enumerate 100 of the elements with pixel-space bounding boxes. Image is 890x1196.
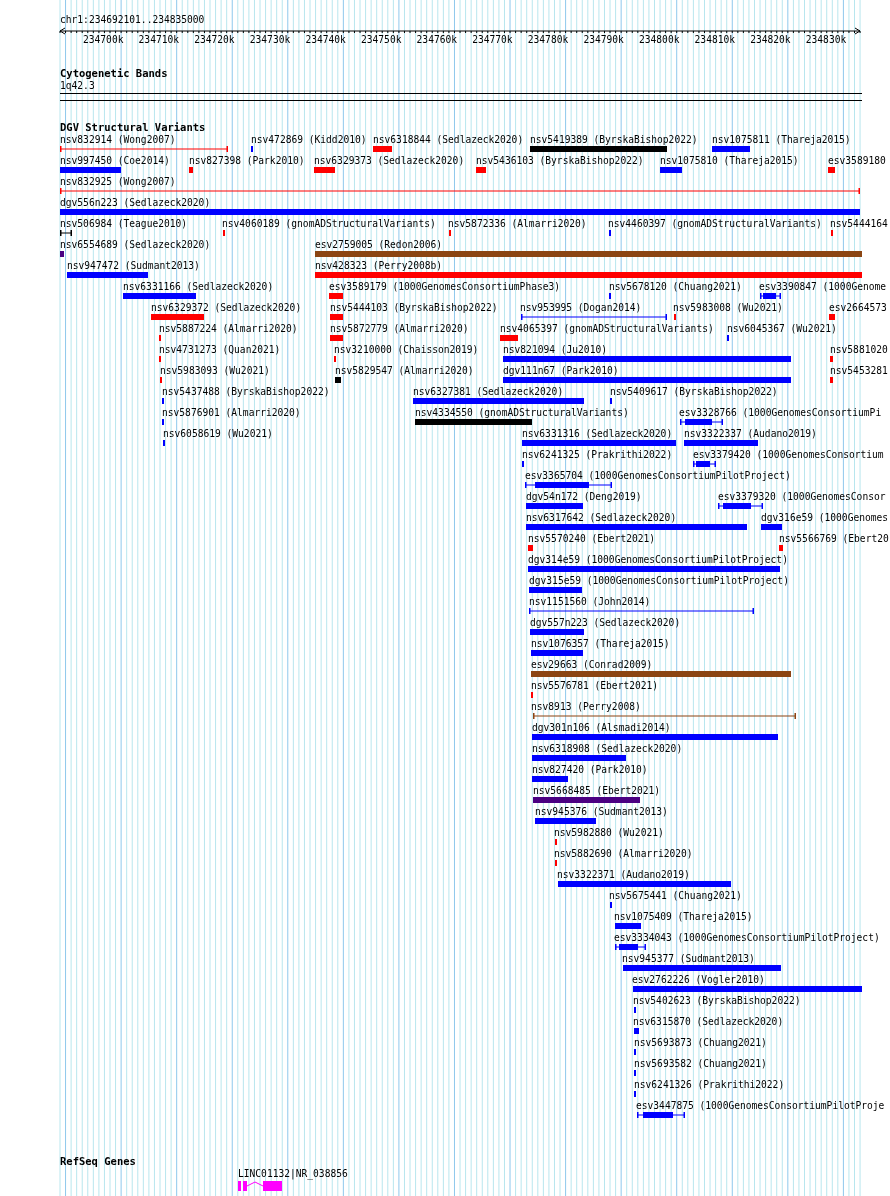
variant-label: nsv5872336 (Almarri2020) (448, 218, 587, 230)
variant-label: dgv54n172 (Deng2019) (526, 491, 642, 503)
variant-label: nsv4334550 (gnomADStructuralVariants) (415, 407, 629, 419)
variant-label: nsv945377 (Sudmant2013) (622, 953, 755, 965)
variant-label: nsv5887224 (Almarri2020) (159, 323, 298, 335)
variant-label: nsv6554689 (Sedlazeck2020) (60, 239, 211, 251)
variant-label: esv3334043 (1000GenomesConsortiumPilotProject) (614, 932, 880, 944)
variant-label: nsv5402623 (ByrskaBishop2022) (633, 995, 801, 1007)
variant-label: nsv4460397 (gnomADStructuralVariants) (608, 218, 822, 230)
variant-label: nsv5566769 (Ebert20 (779, 533, 889, 545)
track-title: Cytogenetic Bands (60, 67, 168, 79)
variant-label: nsv506984 (Teague2010) (60, 218, 188, 230)
variant-label: nsv5881020 (830, 344, 888, 356)
variant-label: nsv472869 (Kidd2010) (251, 134, 367, 146)
variant-label: nsv6241326 (Prakrithi2022) (634, 1079, 785, 1091)
variant-label: nsv6315870 (Sedlazeck2020) (633, 1016, 784, 1028)
variant-label: nsv3322371 (Audano2019) (557, 869, 690, 881)
variant-label: nsv8913 (Perry2008) (531, 701, 641, 713)
variant-label: nsv1075811 (Thareja2015) (712, 134, 851, 146)
variant-label: nsv5570240 (Ebert2021) (528, 533, 656, 545)
variant-label: esv3328766 (1000GenomesConsortiumPi (679, 407, 882, 419)
variant-label: esv3390847 (1000Genome (759, 281, 887, 293)
variant-label: nsv6329373 (Sedlazeck2020) (314, 155, 465, 167)
variant-label: nsv6318908 (Sedlazeck2020) (532, 743, 683, 755)
variant-label: nsv5444164 (830, 218, 888, 230)
coordinate-range-label: chr1:234692101..234835000 (60, 14, 205, 26)
ruler-tick-label: 234750k (361, 34, 402, 46)
variant-label: nsv827420 (Park2010) (532, 764, 648, 776)
variant-label: nsv827398 (Park2010) (189, 155, 305, 167)
variant-label: dgv557n223 (Sedlazeck2020) (530, 617, 681, 629)
variant-label: nsv5419389 (ByrskaBishop2022) (530, 134, 698, 146)
variant-label: nsv5876901 (Almarri2020) (162, 407, 301, 419)
variant-label: nsv6327381 (Sedlazeck2020) (413, 386, 564, 398)
variant-label: nsv5436103 (ByrskaBishop2022) (476, 155, 644, 167)
variant-label: nsv5453281 (830, 365, 888, 377)
variant-label: dgv315e59 (1000GenomesConsortiumPilotProject) (529, 575, 789, 587)
variant-label: nsv3210000 (Chaisson2019) (334, 344, 479, 356)
variant-label: esv29663 (Conrad2009) (531, 659, 653, 671)
ruler-tick-label: 234760k (416, 34, 458, 46)
ruler-tick-label: 234810k (694, 34, 736, 46)
ruler-tick-label: 234700k (83, 34, 124, 46)
variant-label: nsv832925 (Wong2007) (60, 176, 176, 188)
variant-label: nsv5693582 (Chuang2021) (634, 1058, 767, 1070)
variant-label: nsv5668485 (Ebert2021) (533, 785, 661, 797)
variant-label: nsv6331166 (Sedlazeck2020) (123, 281, 274, 293)
ruler-tick-label: 234740k (305, 34, 346, 46)
variant-label: nsv3322337 (Audano2019) (684, 428, 817, 440)
variant-label: nsv5678120 (Chuang2021) (609, 281, 742, 293)
variant-label: esv2664573 (829, 302, 887, 314)
variant-label: dgv556n223 (Sedlazeck2020) (60, 197, 211, 209)
ruler-tick-label: 234730k (249, 34, 291, 46)
ruler-tick-label: 234720k (194, 34, 235, 46)
variant-label: nsv6058619 (Wu2021) (163, 428, 273, 440)
variant-label: nsv5983093 (Wu2021) (160, 365, 270, 377)
variant-label: nsv6317642 (Sedlazeck2020) (526, 512, 677, 524)
variant-label: esv3379320 (1000GenomesConsor (718, 491, 886, 503)
variant-label: esv3589180 (828, 155, 886, 167)
variant-label: nsv6331316 (Sedlazeck2020) (522, 428, 673, 440)
track-title: RefSeq Genes (60, 1155, 136, 1167)
variant-label: dgv316e59 (1000Genomes (761, 512, 889, 524)
variant-label: nsv1151560 (John2014) (529, 596, 651, 608)
gene-label: LINC01132|NR_038856 (238, 1168, 348, 1180)
variant-label: nsv428323 (Perry2008b) (315, 260, 443, 272)
variant-label: nsv4065397 (gnomADStructuralVariants) (500, 323, 714, 335)
cytoband-label: 1q42.3 (60, 80, 95, 92)
variant-label: dgv111n67 (Park2010) (503, 365, 619, 377)
variant-label: nsv6045367 (Wu2021) (727, 323, 837, 335)
variant-label: nsv6329372 (Sedlazeck2020) (151, 302, 302, 314)
variant-label: esv2762226 (Vogler2010) (632, 974, 765, 986)
variant-label: nsv5693873 (Chuang2021) (634, 1037, 767, 1049)
variant-label: nsv953995 (Dogan2014) (520, 302, 642, 314)
variant-label: nsv6241325 (Prakrithi2022) (522, 449, 673, 461)
variant-label: nsv5882690 (Almarri2020) (554, 848, 693, 860)
variant-label: esv3589179 (1000GenomesConsortiumPhase3) (329, 281, 561, 293)
variant-label: nsv5872779 (Almarri2020) (330, 323, 469, 335)
ruler-tick-label: 234820k (750, 34, 791, 46)
variant-label: nsv997450 (Coe2014) (60, 155, 170, 167)
variant-label: nsv1075409 (Thareja2015) (614, 911, 753, 923)
ruler-tick-label: 234710k (138, 34, 180, 46)
variant-label: nsv5675441 (Chuang2021) (609, 890, 742, 902)
variant-label: nsv5576781 (Ebert2021) (531, 680, 659, 692)
variant-label: nsv5444103 (ByrskaBishop2022) (330, 302, 498, 314)
variant-label: nsv5409617 (ByrskaBishop2022) (610, 386, 778, 398)
variant-label: nsv947472 (Sudmant2013) (67, 260, 200, 272)
variant-label: nsv1075810 (Thareja2015) (660, 155, 799, 167)
ruler-tick-label: 234790k (583, 34, 624, 46)
variant-label: esv3379420 (1000GenomesConsortium (693, 449, 884, 461)
variant-label: dgv314e59 (1000GenomesConsortiumPilotProject) (528, 554, 788, 566)
ruler-tick-label: 234830k (805, 34, 847, 46)
variant-label: nsv5982880 (Wu2021) (554, 827, 664, 839)
variant-label: nsv4060189 (gnomADStructuralVariants) (222, 218, 436, 230)
variant-label: esv3365704 (1000GenomesConsortiumPilotProject) (525, 470, 791, 482)
variant-label: esv3447875 (1000GenomesConsortiumPilotProje (636, 1100, 885, 1112)
ruler-tick-label: 234800k (639, 34, 680, 46)
variant-label: nsv5983008 (Wu2021) (673, 302, 783, 314)
variant-label: nsv821094 (Ju2010) (503, 344, 607, 356)
variant-label: nsv4731273 (Quan2021) (159, 344, 281, 356)
ruler-tick-label: 234770k (472, 34, 513, 46)
variant-label: nsv5437488 (ByrskaBishop2022) (162, 386, 330, 398)
variant-label: nsv832914 (Wong2007) (60, 134, 176, 146)
